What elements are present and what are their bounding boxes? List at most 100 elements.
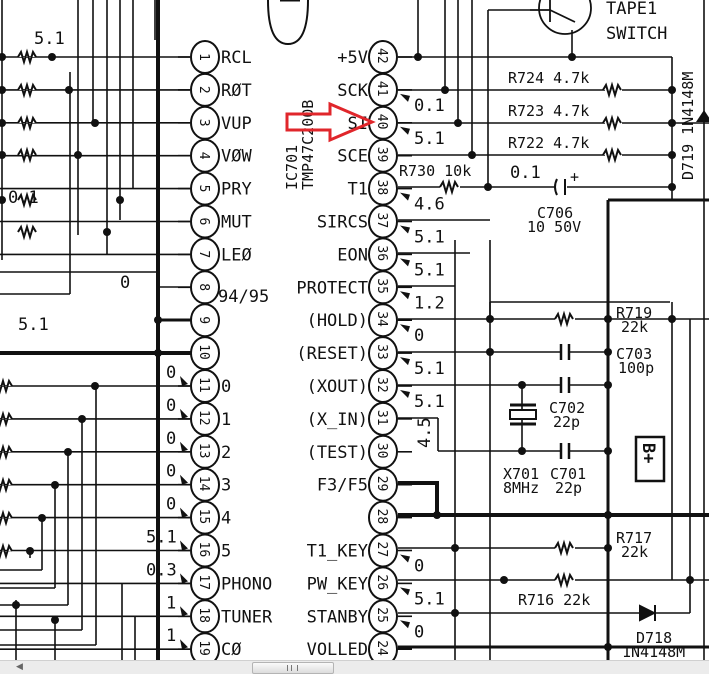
pin-number: 35 (374, 278, 389, 294)
pin-circle (190, 632, 220, 660)
c702-ref: C702 (549, 399, 585, 417)
junction-dot (26, 547, 34, 555)
pin-voltage: 5.1 (414, 260, 445, 280)
pin-voltage: 0 (166, 429, 176, 449)
junction-dot (568, 53, 576, 61)
junction-dot (604, 511, 612, 519)
resistor-left-bank (17, 48, 37, 66)
c706-value: 10 50V (527, 218, 581, 236)
junction-dot (0, 151, 6, 159)
junction-dot (486, 315, 494, 323)
pin-number: 10 (196, 344, 211, 360)
pin-voltage: 0 (414, 557, 424, 577)
pin-voltage: 1.2 (414, 293, 445, 313)
pin-voltage: 4.6 (414, 195, 445, 215)
pin-label: SCK (337, 81, 368, 101)
r716-label: R716 22k (518, 591, 590, 609)
scroll-left-arrow-icon[interactable]: ◀ (16, 662, 23, 672)
junction-dot (486, 348, 494, 356)
junction-dot (74, 151, 82, 159)
pin-number: 11 (196, 377, 211, 393)
pin-number: 26 (374, 574, 389, 590)
pin-number: 14 (196, 476, 211, 492)
pin-voltage: 0 (166, 363, 176, 383)
voltage-pointer-icon (180, 573, 188, 584)
voltage-pointer-icon (180, 507, 188, 518)
junction-dot (441, 86, 449, 94)
pin-number: 8 (196, 283, 211, 291)
pin-label: VØW (221, 147, 252, 167)
components (0, 48, 622, 589)
junction-dot (451, 544, 459, 552)
capacitor-c701 (559, 443, 571, 459)
x701-ref: X701 (503, 465, 539, 483)
pin-voltage: 5.1 (414, 228, 445, 248)
scrollbar-thumb[interactable] (252, 662, 334, 674)
pin-number: 29 (374, 476, 389, 492)
voltage-pointer-icon (400, 324, 410, 333)
pin-42: 42+5V (337, 40, 412, 74)
pin-label: PRY (221, 180, 252, 200)
pin-number: 3 (196, 119, 211, 127)
resistor-left-bank (17, 191, 37, 209)
voltage-pointer-icon (180, 441, 188, 452)
pin-number: 4 (196, 152, 211, 160)
pin-10: 10 (178, 336, 220, 371)
junction-dot (103, 228, 111, 236)
voltage-pointer-icon (400, 225, 410, 234)
junction-dot (686, 576, 694, 584)
pin8-note: 94/95 (218, 287, 269, 307)
horizontal-scrollbar[interactable]: ◀ (0, 660, 709, 674)
junction-dot (454, 119, 462, 127)
junction-dot (668, 119, 676, 127)
pin-label: LEØ (221, 245, 252, 265)
pin-9: 9 (178, 303, 220, 338)
pin-label: (HOLD) (307, 311, 368, 331)
pin-label: SIRCS (317, 213, 368, 233)
pin-label: 4 (221, 509, 231, 529)
pin-number: 17 (196, 574, 211, 590)
d718-ref: D718 (636, 629, 672, 647)
pin-number: 1 (196, 53, 211, 61)
pin-voltage: 5.1 (414, 129, 445, 149)
capacitor-c702 (559, 377, 571, 393)
r730-label: R730 10k (399, 162, 471, 180)
pin-4: 4 VØW (178, 138, 252, 173)
crystal-x701 (509, 403, 537, 426)
pin-label: (XOUT) (307, 377, 368, 397)
pin-label: (RESET) (296, 344, 368, 364)
junction-dot (51, 616, 59, 624)
junction-dot (0, 196, 6, 204)
junction-dot (668, 151, 676, 159)
junction-dot (604, 643, 612, 651)
pin-number: 31 (374, 410, 389, 426)
pin-31: 31(X_IN) (307, 401, 412, 436)
junction-dot (414, 53, 422, 61)
left-voltage-zero: 0 (120, 273, 130, 293)
pin-label: 5 (221, 542, 231, 562)
voltage-pointer-icon (180, 474, 188, 485)
pin-number: 36 (374, 245, 389, 261)
pin-number: 28 (374, 509, 389, 525)
resistor-left-bank (17, 81, 37, 99)
voltage-pointer-icon (400, 390, 410, 398)
pin-label: 3 (221, 476, 231, 496)
pin-label: TUNER (221, 607, 273, 627)
pin-number: 32 (374, 377, 389, 393)
pin-number: 38 (374, 180, 389, 196)
resistor-r717 (554, 539, 574, 557)
pin-number: 15 (196, 509, 211, 525)
pin-number: 24 (374, 640, 389, 656)
junction-dot (51, 481, 59, 489)
pin-label: PW_KEY (307, 574, 368, 594)
